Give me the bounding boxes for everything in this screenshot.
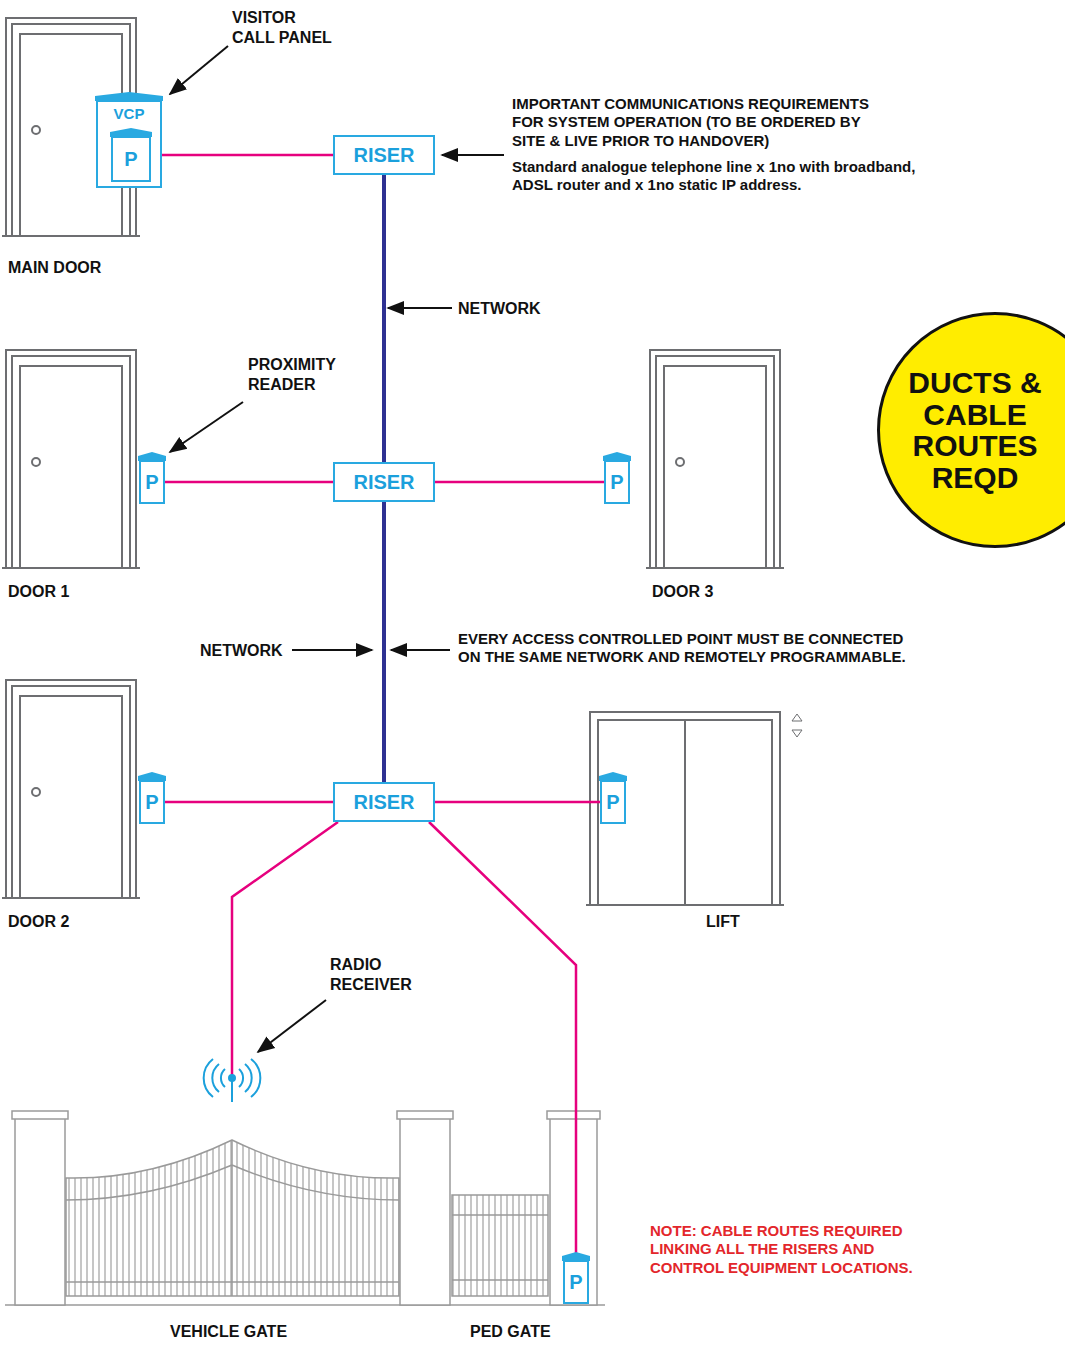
gates	[547, 1111, 600, 1119]
callout-label: NETWORK	[200, 641, 283, 661]
riser-box: RISER	[333, 462, 435, 502]
reader-box: P	[600, 780, 626, 824]
node-text: P	[124, 148, 137, 171]
node-text: P	[145, 791, 158, 814]
network-cable	[382, 175, 386, 462]
node-text: P	[145, 471, 158, 494]
door-label: DOOR 1	[8, 582, 69, 602]
lift-doors	[598, 720, 772, 905]
notice-circle: DUCTS & CABLE ROUTES REQD	[877, 312, 1065, 548]
reader-cable	[165, 801, 333, 804]
reader-cable	[165, 481, 333, 484]
radio-antenna	[239, 1059, 260, 1097]
reader-box: P	[604, 460, 630, 504]
reader-box: P	[139, 780, 165, 824]
radio-antenna	[204, 1059, 225, 1097]
gates	[15, 1118, 65, 1305]
reader-box: P	[139, 460, 165, 504]
node-text: P	[569, 1271, 582, 1294]
reader-cable	[162, 154, 333, 157]
lift-doors	[590, 712, 780, 905]
reader-box: P	[563, 1260, 589, 1304]
radio-antenna	[229, 1075, 235, 1081]
leader-arrows	[170, 46, 504, 1052]
reader-cable	[435, 481, 604, 484]
network-note: EVERY ACCESS CONTROLLED POINT MUST BE CO…	[458, 630, 918, 667]
cable-note: NOTE: CABLE ROUTES REQUIRED LINKING ALL …	[650, 1222, 922, 1277]
leader-arrows	[388, 307, 452, 309]
callout-label: RADIO RECEIVER	[330, 955, 422, 994]
call-panel: VCP P	[96, 100, 162, 188]
gates	[397, 1111, 453, 1119]
gates	[5, 1111, 605, 1305]
callout-label: NETWORK	[458, 299, 541, 319]
riser-box: RISER	[333, 135, 435, 175]
node-text: DUCTS & CABLE ROUTES REQD	[900, 367, 1050, 493]
callout-label: PROXIMITY READER	[248, 355, 343, 394]
leader-arrows	[442, 154, 504, 156]
node-text: RISER	[353, 471, 414, 494]
node-text: RISER	[353, 144, 414, 167]
gates	[400, 1118, 450, 1305]
node-text: P	[610, 471, 623, 494]
leader-arrows	[292, 649, 372, 651]
radio-antenna	[204, 1059, 261, 1102]
leader-arrows	[170, 46, 228, 94]
network-cable	[382, 502, 386, 782]
riser-box: RISER	[333, 782, 435, 822]
leader-arrows	[258, 1000, 326, 1052]
door-2	[2, 680, 140, 898]
lift-doors	[586, 712, 784, 905]
door-1	[2, 350, 140, 568]
door-3	[646, 350, 784, 568]
gate-label: VEHICLE GATE	[170, 1322, 287, 1342]
gates	[12, 1111, 68, 1119]
gates	[5, 1304, 605, 1306]
callout-label: VISITOR CALL PANEL	[232, 8, 338, 47]
reader-cable	[435, 801, 600, 804]
requirements-note: IMPORTANT COMMUNICATIONS REQUIREMENTS FO…	[512, 95, 882, 150]
leader-arrows	[170, 402, 243, 452]
gates	[452, 1195, 548, 1296]
gate-label: PED GATE	[470, 1322, 551, 1342]
node-text: VCP	[114, 105, 145, 122]
reader-box: P	[111, 136, 151, 182]
gates	[66, 1140, 399, 1296]
leader-arrows	[391, 649, 450, 651]
reader-cable	[429, 822, 576, 1260]
node-text: P	[606, 791, 619, 814]
door-label: DOOR 2	[8, 912, 69, 932]
receiver-wire	[232, 822, 338, 1076]
gates	[550, 1118, 597, 1305]
node-text: RISER	[353, 791, 414, 814]
requirements-note: Standard analogue telephone line x 1no w…	[512, 158, 942, 195]
door-label: DOOR 3	[652, 582, 713, 602]
lift-arrows	[792, 714, 802, 737]
door-label: MAIN DOOR	[8, 258, 101, 278]
door-label: LIFT	[706, 912, 740, 932]
gates	[66, 1140, 399, 1296]
lift-doors	[684, 720, 686, 905]
gates	[452, 1215, 548, 1280]
